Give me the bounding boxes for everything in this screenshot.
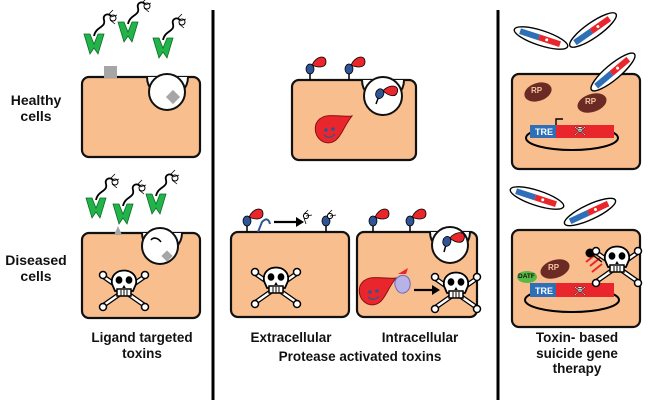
row-label-diseased: Diseased cells [0,252,72,284]
rp-protein [540,259,570,279]
caption-suicide-gene-therapy: Toxin- based suicide gene therapy [510,330,644,377]
tre-label: TRE [535,286,553,296]
caption-suicide-line3: therapy [552,361,602,377]
diseased-cell-intracellular [355,226,481,319]
diseased-cell-ligand [80,226,202,320]
caption-ligand-line2: toxins [122,345,162,361]
viral-vector-2 [565,7,621,53]
datf-protein [517,271,537,283]
caption-extracellular: Extracellular [250,330,332,345]
rp-label: RP [548,263,560,272]
viral-vector-4 [507,181,567,215]
receptor-toxin-5 [405,208,427,233]
ligand-toxin-5 [112,179,147,225]
receptor-toxin-4 [368,208,390,233]
row-label-healthy-line2: cells [20,108,52,125]
receptor-toxin-2 [344,56,366,81]
caption-ligand-line1: Ligand targeted [91,330,193,345]
row-label-healthy-line1: Healthy [10,92,62,108]
caption-suicide-line2: suicide gene [536,345,618,361]
receptor-toxin-1 [305,56,327,81]
viral-vector-5 [560,192,620,232]
ligand-toxin-3 [152,13,187,59]
rp-protein [577,93,607,113]
diseased-cell-extracellular [229,209,351,319]
tre-label: TRE [535,127,553,137]
row-label-healthy: Healthy cells [4,92,68,124]
protease-icon [394,274,411,294]
toxin-gene [556,125,614,138]
diseased-cell-gene-therapy [510,228,642,329]
ligand-toxin-2 [117,0,152,43]
caption-intracellular: Intracellular [381,330,459,345]
rp-protein [524,82,552,102]
toxin-gene [556,283,614,297]
viral-vector-1 [511,21,571,55]
healthy-cell-gene-therapy [510,72,642,171]
caption-suicide-line1: Toxin- based [535,330,619,345]
caption-ligand-targeted: Ligand targeted toxins [72,330,212,361]
row-label-diseased-line2: cells [20,268,52,285]
ligand-toxin-6 [145,169,180,215]
healthy-cell-ligand [80,66,202,159]
ligand-toxin-1 [83,9,118,55]
rp-label: RP [585,97,597,106]
rp-label: RP [531,86,543,95]
grey-receptor [104,66,117,78]
tre-box [530,125,556,138]
tre-box [530,283,556,297]
caption-protease-activated: Protease activated toxins [278,349,442,364]
healthy-cell-protease [290,76,418,162]
ligand-toxin-4 [85,173,120,219]
datf-label: DATF [518,273,535,280]
row-label-diseased-line1: Diseased [5,252,67,268]
